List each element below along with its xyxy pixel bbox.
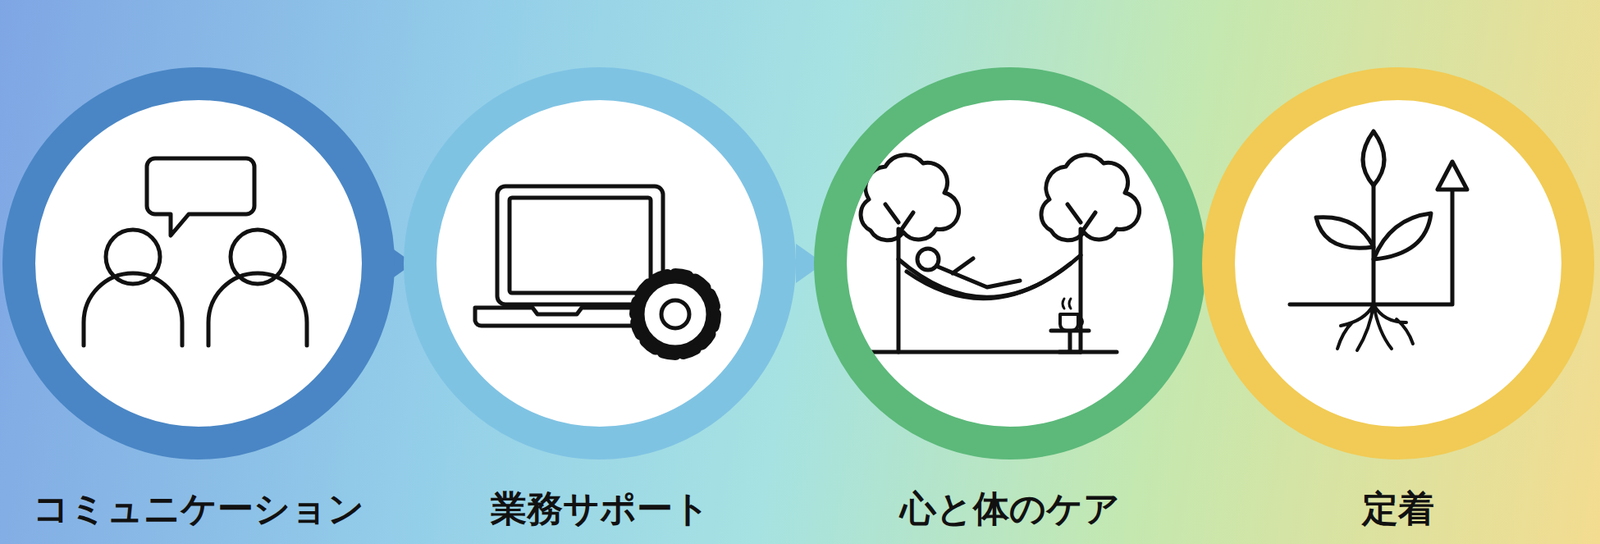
growth-icon [1289,131,1468,351]
hammock-icon [860,155,1140,352]
people-icon [83,158,307,346]
ring [420,83,780,444]
ring-outline [2,67,395,460]
ring-outline [403,67,796,460]
ring-outline [1202,67,1595,460]
laptop-icon [475,186,715,354]
ring [830,83,1190,444]
step-circle: コミュニケーション [2,67,395,460]
step-label: コミュニケーション [32,485,365,532]
ring-outline [813,67,1207,460]
step-label: 業務サポート [490,485,710,532]
step-label: 心と体のケア [900,485,1120,532]
step-circle: 業務サポート [403,67,796,460]
step-circle: 定着 [1202,67,1595,460]
ring [18,83,379,444]
step-label: 定着 [1362,485,1435,532]
ring [1218,83,1578,444]
step-circle: 心と体のケア [813,67,1207,460]
